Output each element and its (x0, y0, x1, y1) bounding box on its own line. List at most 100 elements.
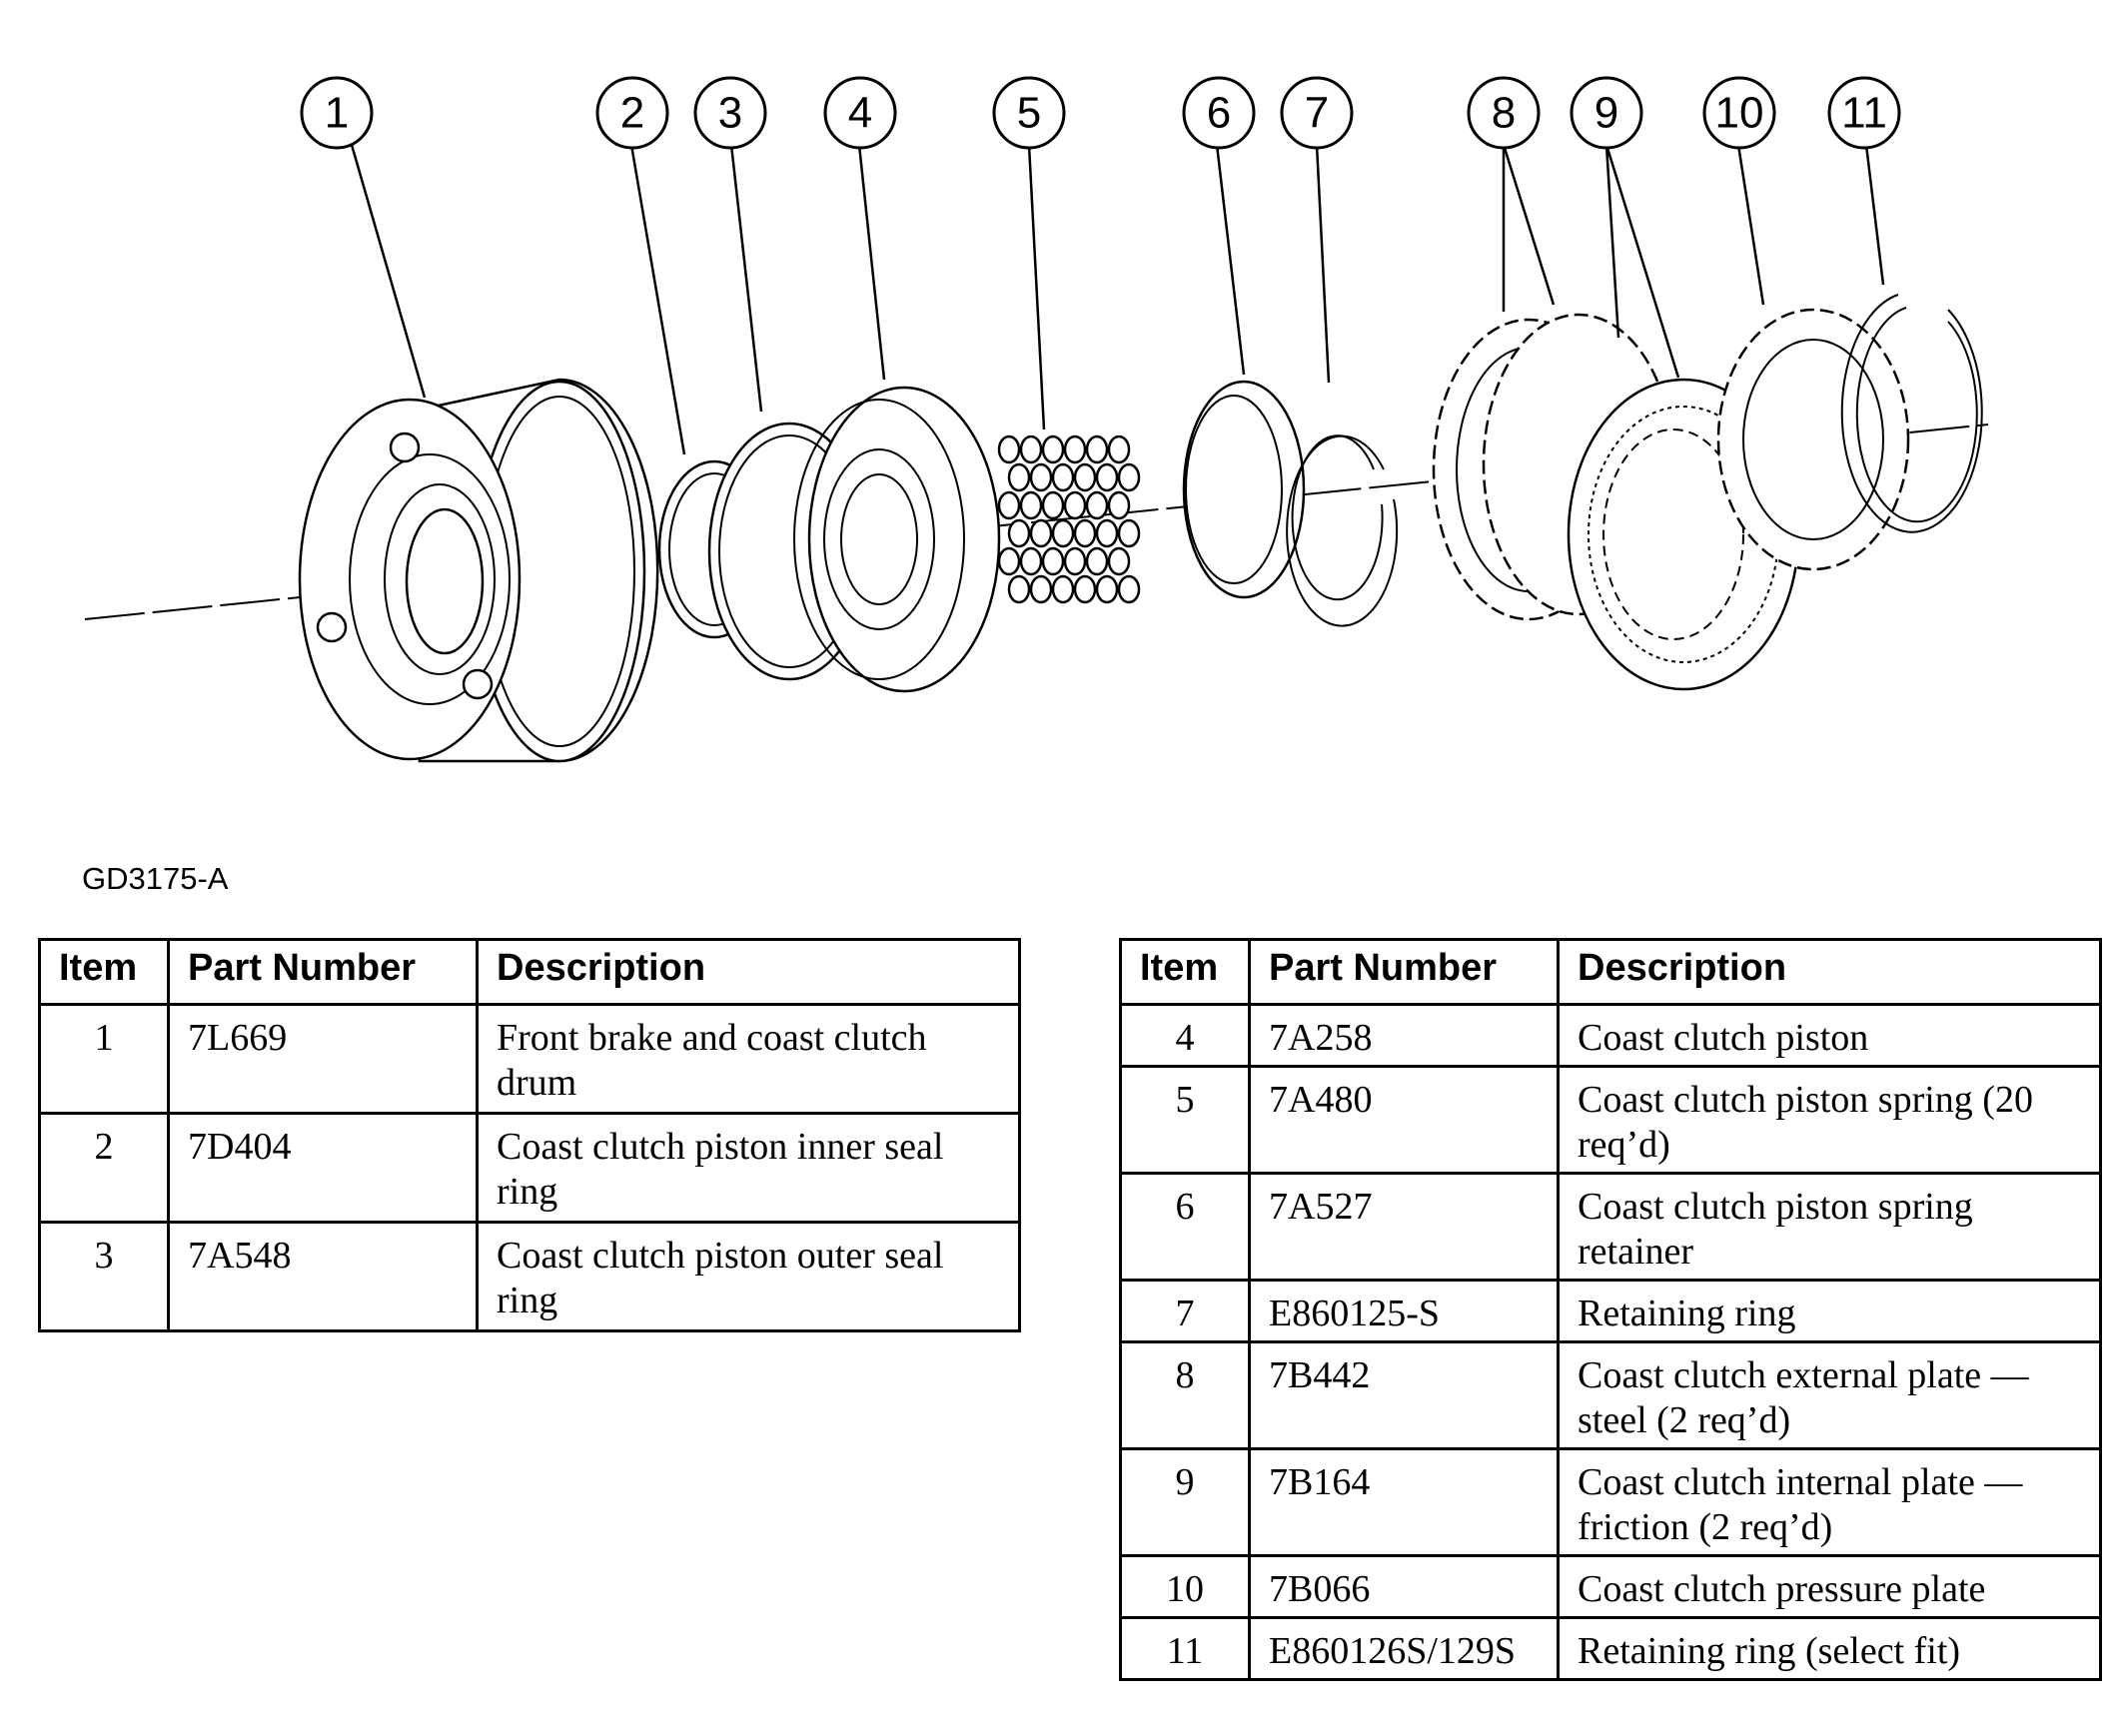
spring-coil (1117, 462, 1141, 492)
cell-item: 6 (1119, 1172, 1251, 1282)
callout-7: 7 (1280, 76, 1354, 150)
cell-item: 3 (38, 1221, 170, 1332)
part-4-piston (793, 386, 1001, 693)
spring-coil (1063, 490, 1087, 520)
callout-11: 11 (1827, 76, 1901, 150)
spring-coil (1007, 462, 1031, 492)
cell-part-number: E860126S/129S (1248, 1616, 1560, 1681)
header-description: Description (476, 938, 1021, 1006)
header-description: Description (1557, 938, 2102, 1006)
spring-coil (1019, 490, 1043, 520)
cell-part-number: 7A548 (167, 1221, 479, 1332)
spring-coil (1007, 574, 1031, 604)
table-row: 4 7A258 Coast clutch piston (1119, 1003, 2102, 1068)
cell-description: Retaining ring (1557, 1279, 2102, 1343)
spring-coil (1095, 518, 1119, 548)
spring-coil (997, 546, 1021, 576)
spring-coil (1051, 574, 1075, 604)
spring-coil (1073, 518, 1097, 548)
table-row: 8 7B442 Coast clutch external plate — st… (1119, 1340, 2102, 1450)
spring-coil (1041, 546, 1065, 576)
callout-3: 3 (693, 76, 767, 150)
figure-code: GD3175-A (82, 861, 229, 896)
spring-coil (1029, 518, 1053, 548)
svg-text:11: 11 (1841, 89, 1887, 138)
part-5-springs (997, 434, 1141, 604)
cell-description: Coast clutch piston spring (20 req’d) (1557, 1065, 2102, 1175)
cell-part-number: E860125-S (1248, 1279, 1560, 1343)
spring-coil (1107, 490, 1131, 520)
spring-coil (1107, 434, 1131, 464)
cell-part-number: 7D404 (167, 1112, 479, 1224)
callout-2: 2 (595, 76, 669, 150)
spring-coil (1007, 518, 1031, 548)
svg-text:10: 10 (1715, 89, 1764, 138)
exploded-parts-diagram: 1 2 3 4 5 6 7 8 9 10 11 (84, 76, 1989, 763)
cell-description: Coast clutch piston (1557, 1003, 2102, 1068)
cell-part-number: 7A258 (1248, 1003, 1560, 1068)
spring-coil (1051, 518, 1075, 548)
callout-10: 10 (1702, 76, 1776, 150)
svg-text:2: 2 (620, 89, 644, 138)
header-item: Item (38, 938, 170, 1006)
callout-1: 1 (300, 76, 374, 150)
leader-lines (350, 144, 1885, 455)
table-row: 1 7L669 Front brake and coast clutch dru… (38, 1003, 1021, 1115)
part-1-drum (298, 378, 659, 763)
part-7-retaining-ring (1286, 434, 1399, 627)
spring-coil (997, 490, 1021, 520)
cell-item: 9 (1119, 1447, 1251, 1557)
spring-coil (1041, 434, 1065, 464)
cell-description: Coast clutch piston spring retainer (1557, 1172, 2102, 1282)
cell-item: 5 (1119, 1065, 1251, 1175)
spring-coil (1085, 546, 1109, 576)
cell-description: Coast clutch internal plate — friction (… (1557, 1447, 2102, 1557)
callout-8: 8 (1467, 76, 1541, 150)
spring-coil (1073, 462, 1097, 492)
part-6-spring-retainer (1182, 380, 1306, 599)
svg-text:3: 3 (718, 89, 742, 138)
svg-text:1: 1 (325, 89, 349, 138)
spring-coil (1051, 462, 1075, 492)
part-10-pressure-plate (1716, 308, 1910, 571)
table-row: 7 E860125-S Retaining ring (1119, 1279, 2102, 1343)
table-row: 5 7A480 Coast clutch piston spring (20 r… (1119, 1065, 2102, 1175)
cell-description: Coast clutch pressure plate (1557, 1554, 2102, 1619)
cell-item: 10 (1119, 1554, 1251, 1619)
callout-5: 5 (992, 76, 1066, 150)
cell-item: 4 (1119, 1003, 1251, 1068)
spring-coil (1107, 546, 1131, 576)
cell-part-number: 7B442 (1248, 1340, 1560, 1450)
cell-item: 7 (1119, 1279, 1251, 1343)
table-row: 9 7B164 Coast clutch internal plate — fr… (1119, 1447, 2102, 1557)
spring-coil (1063, 434, 1087, 464)
cell-part-number: 7L669 (167, 1003, 479, 1115)
cell-description: Coast clutch piston inner seal ring (476, 1112, 1021, 1224)
spring-coil (1085, 434, 1109, 464)
cell-description: Coast clutch external plate — steel (2 r… (1557, 1340, 2102, 1450)
table-row: 2 7D404 Coast clutch piston inner seal r… (38, 1112, 1021, 1224)
cell-item: 1 (38, 1003, 170, 1115)
parts-table-right: Item Part Number Description 4 7A258 Coa… (1119, 938, 2102, 1681)
svg-text:6: 6 (1207, 89, 1231, 138)
cell-part-number: 7A527 (1248, 1172, 1560, 1282)
table-row: 11 E860126S/129S Retaining ring (select … (1119, 1616, 2102, 1681)
cell-part-number: 7B164 (1248, 1447, 1560, 1557)
part-11-retaining-ring (1840, 294, 1983, 533)
cell-item: 11 (1119, 1616, 1251, 1681)
spring-coil (1029, 574, 1053, 604)
table-header-row: Item Part Number Description (1119, 938, 2102, 1006)
cell-part-number: 7A480 (1248, 1065, 1560, 1175)
spring-coil (1117, 574, 1141, 604)
spring-coil (1117, 518, 1141, 548)
spring-coil (1073, 574, 1097, 604)
cell-item: 8 (1119, 1340, 1251, 1450)
table-row: 6 7A527 Coast clutch piston spring retai… (1119, 1172, 2102, 1282)
callout-6: 6 (1182, 76, 1256, 150)
spring-coil (1019, 434, 1043, 464)
table-row: 10 7B066 Coast clutch pressure plate (1119, 1554, 2102, 1619)
callout-4: 4 (823, 76, 897, 150)
spring-coil (1095, 462, 1119, 492)
callout-9: 9 (1570, 76, 1643, 150)
svg-text:8: 8 (1492, 89, 1516, 138)
